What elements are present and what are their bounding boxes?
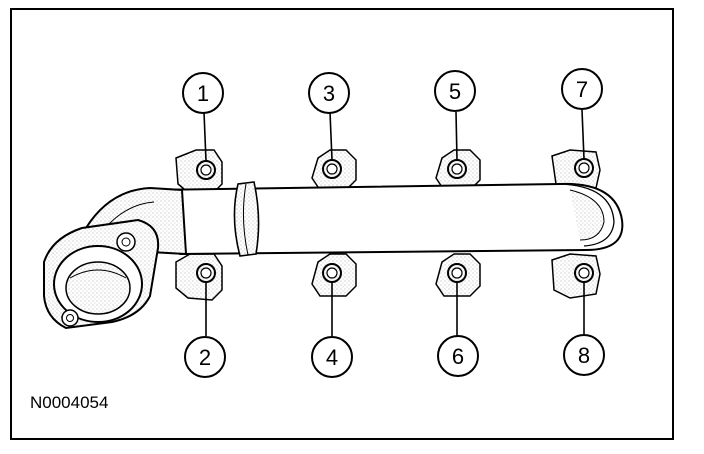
bolt-7 — [574, 158, 594, 178]
callout-number: 5 — [449, 79, 461, 104]
bolt-6 — [447, 263, 467, 283]
figure-id-label: N0004054 — [30, 393, 109, 412]
callout-leaders — [203, 109, 585, 336]
callout-6: 6 — [437, 335, 479, 377]
callouts: 1 2 3 4 5 6 7 8 — [182, 68, 605, 378]
callout-number: 4 — [326, 345, 338, 370]
bolt-8 — [574, 263, 594, 283]
callout-3: 3 — [308, 72, 350, 114]
callout-number: 8 — [578, 343, 590, 368]
leader-1 — [203, 111, 207, 162]
leader-5 — [455, 111, 458, 161]
callout-number: 7 — [576, 77, 588, 102]
callout-number: 6 — [452, 344, 464, 369]
outlet-flange — [43, 218, 160, 330]
callout-number: 1 — [197, 81, 209, 106]
callout-5: 5 — [434, 70, 476, 112]
bolt-5 — [447, 159, 467, 179]
callout-number: 2 — [199, 345, 211, 370]
callout-number: 3 — [323, 81, 335, 106]
leader-3 — [329, 111, 333, 161]
bolt-1 — [196, 160, 216, 180]
callout-2: 2 — [184, 336, 226, 378]
bolt-2 — [196, 263, 216, 283]
leader-7 — [581, 109, 585, 160]
manifold-tube — [148, 181, 624, 257]
callout-4: 4 — [311, 336, 353, 378]
bolt-3 — [322, 159, 342, 179]
callout-1: 1 — [182, 72, 224, 114]
callout-8: 8 — [563, 334, 605, 376]
bolt-4 — [322, 263, 342, 283]
callout-7: 7 — [561, 68, 603, 110]
